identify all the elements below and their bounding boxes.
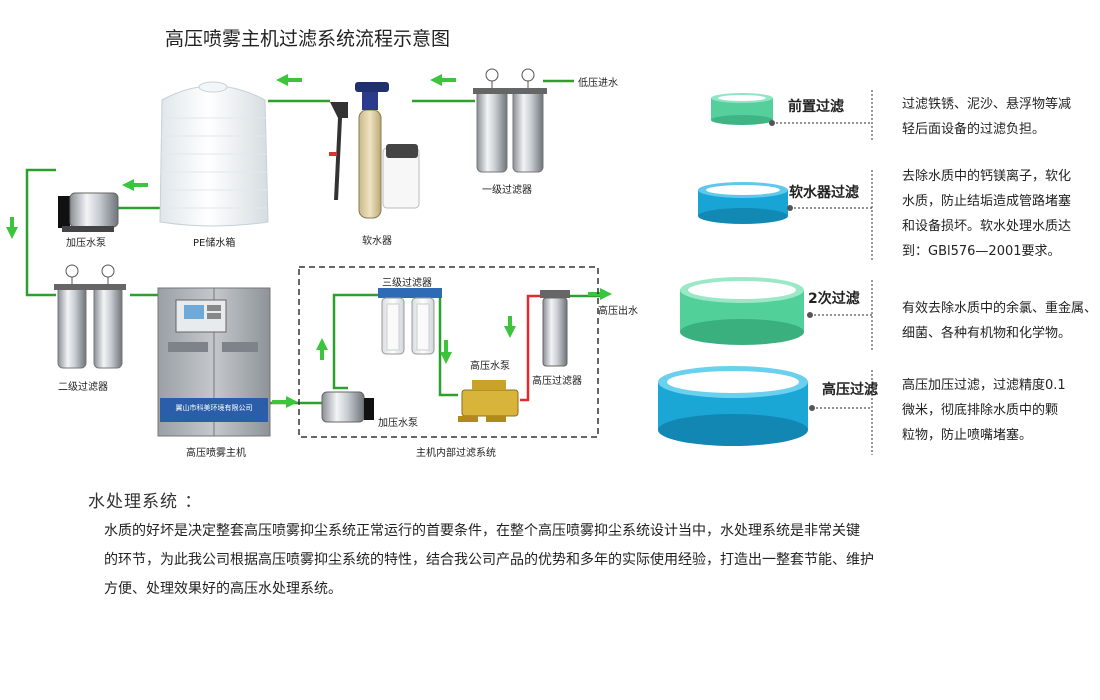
label-stage3-filter: 三级过滤器	[382, 278, 432, 289]
paragraph-line: 的环节，为此我公司根据高压喷雾抑尘系统的特性，结合我公司产品的优势和多年的实际使…	[104, 552, 874, 568]
legend-desc-softener: 去除水质中的钙镁离子，软化 水质，防止结垢造成管路堵塞 和设备损坏。软水处理水质…	[902, 169, 1072, 259]
legend-desc-high-pressure: 高压加压过滤，过滤精度0.1 微米，彻底排除水质中的颗 粒物，防止喷嘴堵塞。	[902, 378, 1066, 443]
ring-prefilter	[711, 93, 773, 125]
section-title: 水处理系统 ：	[88, 492, 203, 512]
legend-name-prefilter: 前置过滤	[788, 99, 844, 115]
stage1-filters	[473, 68, 547, 173]
diagram-title: 高压喷雾主机过滤系统流程示意图	[165, 28, 451, 50]
legend-name-secondary: 2次过滤	[808, 291, 860, 307]
high-pressure-filter	[540, 290, 570, 367]
legend-desc-secondary: 有效去除水质中的余氯、重金属、 细菌、各种有机物和化学物。	[902, 301, 1098, 341]
label-stage2-filter: 二级过滤器	[58, 382, 108, 393]
high-pressure-pump	[458, 380, 519, 422]
label-hp-out: 高压出水	[598, 306, 638, 317]
section-paragraph: 水质的好坏是决定整套高压喷雾抑尘系统正常运行的首要条件，在整个高压喷雾抑尘系统设…	[104, 517, 1044, 604]
label-softener: 软水器	[362, 236, 392, 247]
label-hp-filter: 高压过滤器	[532, 376, 582, 387]
label-mainframe: 高压喷雾主机	[186, 448, 246, 459]
pe-storage-tank	[159, 81, 269, 227]
internal-system-box	[298, 266, 599, 438]
legend-rings	[658, 90, 873, 455]
label-boost-pump-2: 加压水泵	[378, 418, 418, 429]
legend-name-high-pressure: 高压过滤	[822, 382, 878, 398]
flow-arrows	[6, 74, 612, 408]
ring-high-pressure	[658, 366, 808, 446]
mainframe-cabinet	[157, 287, 271, 437]
boost-pump-1	[58, 192, 119, 232]
boost-pump-2	[321, 391, 374, 423]
label-stage1-filter: 一级过滤器	[482, 185, 532, 196]
high-pressure-pipe	[520, 294, 540, 402]
label-hp-pump: 高压水泵	[470, 361, 510, 372]
paragraph-line: 水质的好坏是决定整套高压喷雾抑尘系统正常运行的首要条件，在整个高压喷雾抑尘系统设…	[104, 523, 860, 539]
stage3-filters	[378, 288, 442, 355]
paragraph-line: 方便、处理效果好的高压水处理系统。	[104, 581, 342, 597]
label-pe-tank: PE储水箱	[193, 238, 236, 249]
label-low-pressure-in: 低压进水	[578, 78, 618, 89]
legend-name-softener: 软水器过滤	[789, 185, 859, 201]
legend-desc-prefilter: 过滤铁锈、泥沙、悬浮物等减 轻后面设备的过滤负担。	[902, 97, 1072, 137]
softener-unit	[329, 82, 420, 219]
label-internal-system: 主机内部过滤系统	[416, 448, 496, 459]
ring-secondary	[680, 277, 804, 345]
label-boost-pump-1: 加压水泵	[66, 238, 106, 249]
flow-piping	[25, 79, 574, 405]
machine-brand-plate: 翼山市科美环境有限公司	[175, 404, 253, 412]
ring-softener	[698, 182, 788, 224]
stage2-filters	[54, 264, 126, 369]
flow-diagram	[6, 68, 612, 438]
